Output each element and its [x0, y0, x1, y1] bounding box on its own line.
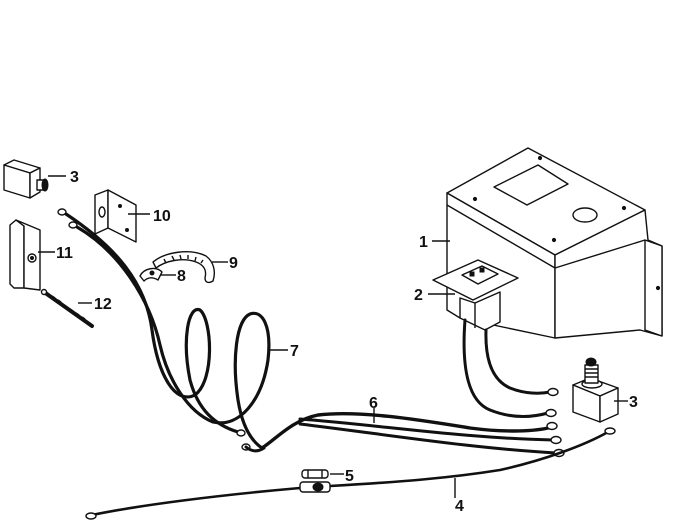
callout-1: 1 [419, 234, 428, 251]
switch-block-lower [572, 357, 619, 423]
enclosure-box [446, 147, 663, 339]
fuse [301, 469, 329, 479]
switch-block-upper [3, 159, 49, 199]
callout-8: 8 [177, 268, 186, 285]
angle-bracket [94, 189, 137, 243]
single-cable-with-fuse [85, 427, 616, 520]
looped-cable-assembly [57, 208, 271, 453]
callout-3-upper: 3 [70, 169, 79, 186]
callout-11: 11 [56, 245, 73, 262]
callout-10: 10 [153, 208, 171, 225]
callout-7: 7 [290, 343, 299, 360]
small-clip [139, 267, 163, 282]
clamp-strap [9, 219, 41, 291]
callout-3-lower: 3 [629, 394, 638, 411]
callout-5: 5 [345, 468, 354, 485]
callout-2: 2 [414, 287, 423, 304]
coil-spring [40, 288, 94, 328]
callout-12: 12 [94, 296, 112, 313]
callout-6: 6 [369, 395, 378, 412]
callout-4: 4 [455, 498, 464, 515]
switch-plate [432, 259, 559, 418]
wiring-harness [260, 411, 565, 458]
curved-grommet [152, 251, 215, 284]
callout-9: 9 [229, 255, 238, 272]
